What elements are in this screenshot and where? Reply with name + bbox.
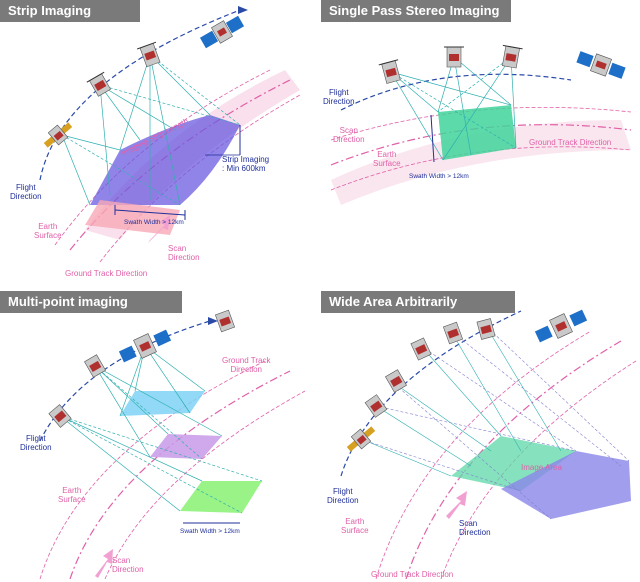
- beam-lines: [61, 54, 211, 206]
- earth-surface-label: Earth Surface: [373, 150, 401, 168]
- panel-single-pass-stereo: Single Pass Stereo Imaging Flight Direct…: [321, 0, 639, 288]
- satellite-icon: [444, 46, 464, 68]
- earth-surface-label: Earth Surface: [341, 517, 369, 535]
- satellite-icon: [346, 426, 376, 452]
- image-area-label: Image Area: [521, 463, 562, 472]
- flight-path-arrow: [238, 6, 248, 14]
- satellite-icon: [214, 309, 236, 333]
- earth-surface-band: [331, 120, 631, 205]
- flight-direction-label: Flight Direction: [20, 434, 52, 452]
- ground-track-direction-label: Ground Track Direction: [222, 356, 271, 374]
- ground-track-line: [69, 370, 291, 579]
- ground-track-edge-right: [440, 360, 637, 579]
- satellite-icon: [476, 318, 496, 340]
- swath-width-label: Swath Width > 12km: [180, 528, 240, 535]
- satellite-icon: [502, 44, 523, 69]
- satellite-icon: [364, 394, 388, 418]
- flight-path: [340, 73, 572, 111]
- swath-width-arrow: [114, 209, 186, 216]
- flight-direction-label: Flight Direction: [323, 88, 355, 106]
- ground-track-edge-upper: [330, 106, 632, 141]
- satellite-icon: [576, 51, 626, 79]
- ground-track-edge-right: [104, 390, 306, 579]
- scan-direction-label: Scan Direction: [112, 556, 144, 574]
- image-area-blue: [501, 451, 631, 519]
- satellite-icon: [48, 404, 72, 428]
- satellite-icon: [442, 321, 464, 345]
- satellite-icon: [84, 354, 106, 378]
- wide-area-diagram: [340, 309, 637, 579]
- image-area-green: [451, 436, 576, 491]
- satellite-icon: [199, 15, 245, 49]
- ground-track-line: [405, 340, 622, 579]
- scan-direction-label: Scan Direction: [333, 126, 365, 144]
- beam-lines: [59, 345, 223, 512]
- satellite-icon: [137, 41, 161, 68]
- stereo-imaging-diagram: [330, 44, 632, 205]
- beam-lines-dashed: [390, 56, 517, 149]
- strip-lead-area: [85, 200, 180, 235]
- panel-title: Multi-point imaging: [0, 291, 182, 313]
- strip-area: [90, 115, 240, 205]
- swath-width-label: Swath Width > 12km: [409, 173, 469, 180]
- satellite-icon: [86, 71, 111, 97]
- satellite-icon: [378, 59, 401, 84]
- satellite-icon: [118, 329, 172, 363]
- imaging-area-green: [180, 481, 262, 513]
- swath-width-arrow: [430, 114, 435, 163]
- earth-surface-label: Earth Surface: [58, 486, 86, 504]
- flight-direction-label: Flight Direction: [327, 487, 359, 505]
- scan-arrow-icon: [95, 549, 113, 578]
- scan-arrow-icon: [148, 215, 170, 243]
- panel-title: Strip Imaging: [0, 0, 140, 22]
- ground-track-edge-right: [99, 94, 301, 263]
- ground-track-edge-left: [375, 330, 592, 579]
- swath-width-label: Swath Width > 12km: [124, 219, 184, 226]
- beam-lines-dashed: [61, 54, 241, 206]
- beam-lines-dashed: [365, 325, 630, 520]
- satellite-icon: [534, 309, 588, 343]
- scan-direction-label: Scan Direction: [168, 244, 200, 262]
- panel-title: Single Pass Stereo Imaging: [321, 0, 511, 22]
- multi-point-diagram: [39, 309, 306, 579]
- ground-track-direction-label: Ground Track Direction: [65, 269, 148, 278]
- flight-path-arrow: [208, 317, 218, 325]
- panel-title: Wide Area Arbitrarily Imaging: [321, 291, 515, 331]
- strip-imaging-label: Strip Imaging : Min 600km: [222, 155, 270, 173]
- strip-imaging-diagram: [39, 6, 301, 263]
- stereo-area: [438, 105, 516, 160]
- earth-surface-label: Earth Surface: [34, 222, 62, 240]
- panel-strip-imaging: Strip Imaging Flight Direction Earth Sur…: [0, 0, 318, 288]
- satellite-icon: [43, 122, 73, 148]
- panel-wide-area: Wide Area Arbitrarily Imaging Image Area…: [321, 291, 639, 579]
- panel-multi-point: Multi-point imaging Ground Track Directi…: [0, 291, 318, 579]
- satellite-icon: [410, 337, 432, 361]
- ground-track-direction-label: Ground Track Direction: [371, 570, 454, 579]
- flight-direction-label: Flight Direction: [10, 183, 42, 201]
- scan-arrow-icon: [446, 491, 467, 519]
- imaging-area-violet: [150, 434, 222, 459]
- satellite-icon: [385, 369, 407, 393]
- scan-direction-label: Scan Direction: [459, 519, 491, 537]
- beam-lines-dashed: [59, 365, 263, 514]
- ground-track-direction-label: Ground Track Direction: [529, 138, 612, 147]
